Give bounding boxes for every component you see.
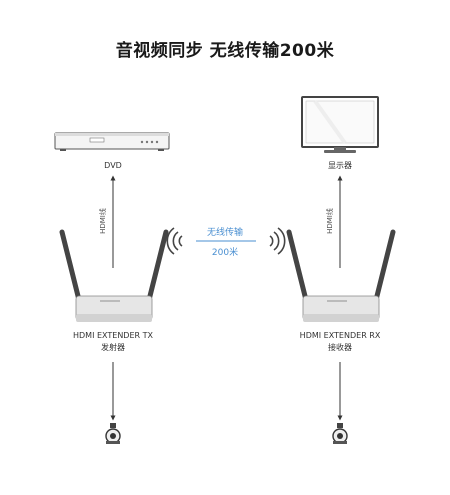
dvd-label: DVD bbox=[104, 161, 122, 170]
tx-cable-label: HDMI线 bbox=[99, 208, 107, 234]
wireless-label-line1: 无线传输 bbox=[206, 228, 243, 238]
rx-device-sub: 接收器 bbox=[328, 343, 352, 352]
rx-cable-label: HDMI线 bbox=[326, 208, 334, 234]
tx-power-adapter-icon bbox=[105, 423, 121, 444]
monitor-icon bbox=[301, 96, 379, 153]
rx-extender-icon bbox=[286, 229, 396, 322]
tx-wifi-icon bbox=[166, 227, 183, 255]
rx-power-adapter-icon bbox=[332, 423, 348, 444]
dvd-player-icon bbox=[54, 132, 170, 151]
monitor-label: 显示器 bbox=[328, 161, 352, 170]
wireless-label-line2: 200米 bbox=[211, 248, 239, 258]
tx-extender-icon bbox=[59, 229, 169, 322]
rx-device-name: HDMI EXTENDER RX bbox=[299, 331, 381, 340]
tx-device-name: HDMI EXTENDER TX bbox=[73, 331, 153, 340]
rx-wifi-icon bbox=[269, 227, 286, 255]
tx-device-sub: 发射器 bbox=[101, 343, 125, 352]
page-title: 音视频同步 无线传输200米 bbox=[115, 41, 335, 61]
